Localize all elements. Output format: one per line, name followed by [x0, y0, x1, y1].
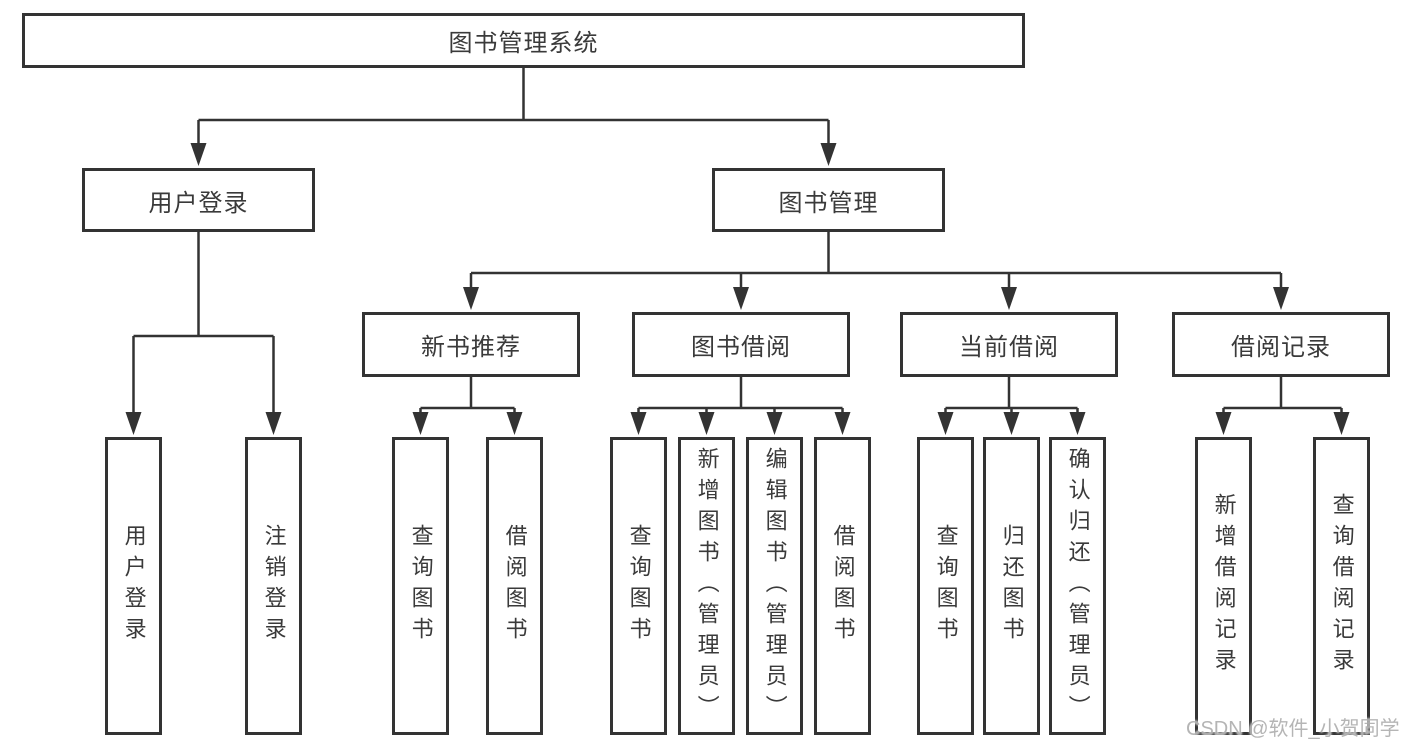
leaf-label: 查询图书: [408, 524, 434, 648]
node-borrowing-records: 借阅记录: [1172, 312, 1390, 377]
arrowheads: [125, 143, 1350, 435]
node-library-system-root: 图书管理系统: [22, 13, 1025, 68]
leaf-label: 借阅图书: [502, 524, 528, 648]
leaf-current-confirm-return-admin: 确认归还（管理员）: [1049, 437, 1106, 735]
node-label: 借阅记录: [1231, 334, 1331, 361]
node-label: 新书推荐: [421, 334, 521, 361]
leaf-current-query-books: 查询图书: [917, 437, 974, 735]
leaf-label: 用户登录: [121, 524, 147, 648]
node-book-borrowing: 图书借阅: [632, 312, 850, 377]
leaf-label: 归还图书: [999, 524, 1025, 648]
leaf-current-return-books: 归还图书: [983, 437, 1040, 735]
leaf-label: 新增借阅记录: [1211, 493, 1237, 679]
node-label: 当前借阅: [959, 334, 1059, 361]
leaf-label: 借阅图书: [830, 524, 856, 648]
node-book-management: 图书管理: [712, 168, 945, 232]
leaf-borrowing-edit-books-admin: 编辑图书（管理员）: [746, 437, 803, 735]
leaf-records-query-borrow-record: 查询借阅记录: [1313, 437, 1370, 735]
leaf-label: 注销登录: [261, 524, 287, 648]
leaf-newbooks-borrow-books: 借阅图书: [486, 437, 543, 735]
leaf-newbooks-query-books: 查询图书: [392, 437, 449, 735]
node-new-book-recommend: 新书推荐: [362, 312, 580, 377]
leaf-label: 查询图书: [933, 524, 959, 648]
leaf-logout: 注销登录: [245, 437, 302, 735]
leaf-label: 查询图书: [626, 524, 652, 648]
node-label: 用户登录: [148, 189, 249, 217]
leaf-label: 新增图书（管理员）: [694, 446, 720, 726]
node-current-borrowing: 当前借阅: [900, 312, 1118, 377]
leaf-borrowing-borrow-books: 借阅图书: [814, 437, 871, 735]
leaf-borrowing-add-books-admin: 新增图书（管理员）: [678, 437, 735, 735]
leaf-label: 查询借阅记录: [1329, 493, 1355, 679]
leaf-records-add-borrow-record: 新增借阅记录: [1195, 437, 1252, 735]
node-label: 图书借阅: [691, 334, 791, 361]
leaf-label: 确认归还（管理员）: [1065, 446, 1091, 726]
node-label: 图书管理系统: [448, 30, 599, 57]
leaf-user-login: 用户登录: [105, 437, 162, 735]
node-label: 图书管理: [778, 189, 879, 217]
leaf-borrowing-query-books: 查询图书: [610, 437, 667, 735]
csdn-watermark: CSDN @软件_小贺同学: [1186, 718, 1400, 740]
leaf-label: 编辑图书（管理员）: [762, 446, 788, 726]
node-user-login: 用户登录: [82, 168, 315, 232]
